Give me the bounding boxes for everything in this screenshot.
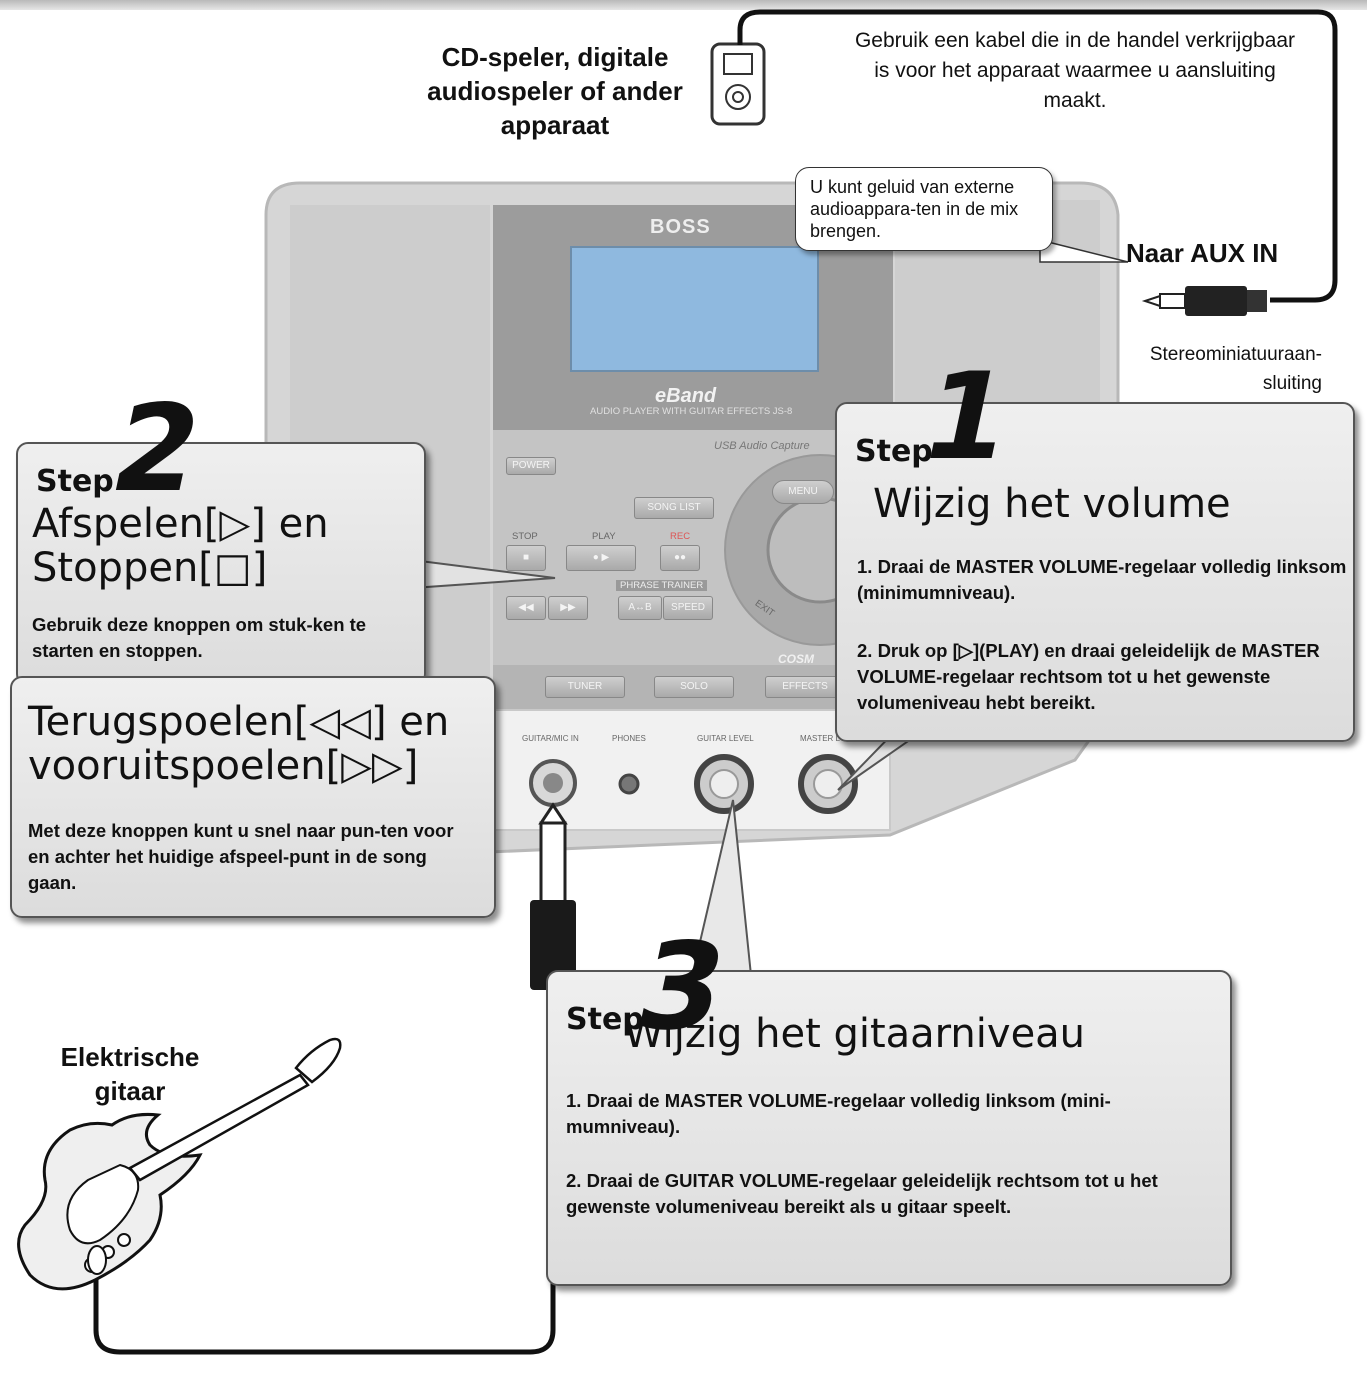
- effects-button[interactable]: EFFECTS: [765, 676, 845, 698]
- stop-button[interactable]: ■: [506, 545, 546, 571]
- step1-title: Wijzig het volume: [873, 481, 1231, 527]
- tuner-button[interactable]: TUNER: [545, 676, 625, 698]
- aux-bubble: U kunt geluid van externe audioappara-te…: [795, 167, 1053, 251]
- rec-label: REC: [670, 531, 691, 542]
- step2-word: Step: [36, 464, 114, 499]
- guitar-mic-in-label: GUITAR/MIC IN: [522, 734, 579, 743]
- brand-logo: BOSS: [650, 216, 711, 238]
- source-device-label: CD-speler, digitale audiospeler of ander…: [427, 42, 683, 140]
- play-label: PLAY: [592, 531, 616, 542]
- step3-item-2: 2. Draai de GUITAR VOLUME-regelaar gelei…: [566, 1170, 1158, 1217]
- step2-title-line2: Stoppen[□]: [32, 545, 268, 591]
- step2-callout: Step Afspelen[▷] en Stoppen[□] Gebruik d…: [16, 442, 426, 686]
- fast-forward-button[interactable]: ▶▶: [548, 596, 588, 620]
- step2-sub-title-line2: vooruitspoelen[▷▷]: [28, 743, 419, 789]
- step2-title-line1: Afspelen[▷] en: [32, 501, 329, 547]
- aux-in-label: Naar AUX IN: [1126, 238, 1279, 268]
- phrase-trainer-label: PHRASE TRAINER: [616, 580, 708, 591]
- song-list-button[interactable]: SONG LIST: [634, 497, 714, 519]
- power-button[interactable]: POWER: [506, 457, 556, 475]
- step2-sub-title-line1: Terugspoelen[◁◁] en: [28, 699, 450, 745]
- top-bar: [0, 0, 1367, 10]
- step3-title: Wijzig het gitaarniveau: [624, 1011, 1086, 1057]
- step2-desc: Gebruik deze knoppen om stuk-ken te star…: [32, 614, 367, 661]
- speed-button[interactable]: SPEED: [663, 596, 713, 620]
- phones-label: PHONES: [612, 734, 646, 743]
- step1-item-1: 1. Draai de MASTER VOLUME-regelaar volle…: [857, 556, 1347, 603]
- step2-sub-desc: Met deze knoppen kunt u snel naar pun-te…: [28, 820, 454, 893]
- guitar-label: Elektrische gitaar: [60, 1042, 200, 1106]
- step3-word: Step: [566, 1002, 644, 1037]
- rec-button[interactable]: ●●: [660, 545, 700, 571]
- model-logo: eBand: [655, 385, 717, 407]
- step2-sub-callout: Terugspoelen[◁◁] en vooruitspoelen[▷▷] M…: [10, 676, 496, 918]
- rewind-button[interactable]: ◀◀: [506, 596, 546, 620]
- cosm-label: COSM: [778, 652, 814, 666]
- model-subtitle: AUDIO PLAYER with GUITAR EFFECTS JS-8: [590, 406, 793, 417]
- guitar-level-label: GUITAR LEVEL: [697, 734, 754, 743]
- solo-button[interactable]: SOLO: [654, 676, 734, 698]
- step1-word: Step: [855, 434, 933, 469]
- step3-item-1: 1. Draai de MASTER VOLUME-regelaar volle…: [566, 1090, 1111, 1137]
- step1-callout: Step Wijzig het volume 1. Draai de MASTE…: [835, 402, 1355, 742]
- step1-item-2: 2. Druk op [▷](PLAY) en draai geleidelij…: [857, 640, 1320, 713]
- usb-label: USB Audio Capture: [714, 440, 810, 452]
- stereo-jack-label: Stereominiatuuraan-sluiting: [1149, 344, 1322, 394]
- stop-label: STOP: [512, 531, 538, 542]
- cable-note: Gebruik een kabel die in de handel verkr…: [854, 29, 1296, 112]
- step3-callout: Step Wijzig het gitaarniveau 1. Draai de…: [546, 970, 1232, 1286]
- menu-button[interactable]: MENU: [772, 480, 834, 504]
- ab-button[interactable]: A↔B: [618, 596, 662, 620]
- play-button[interactable]: ● ▶: [566, 545, 636, 571]
- master-level-label: MASTER L: [800, 734, 841, 743]
